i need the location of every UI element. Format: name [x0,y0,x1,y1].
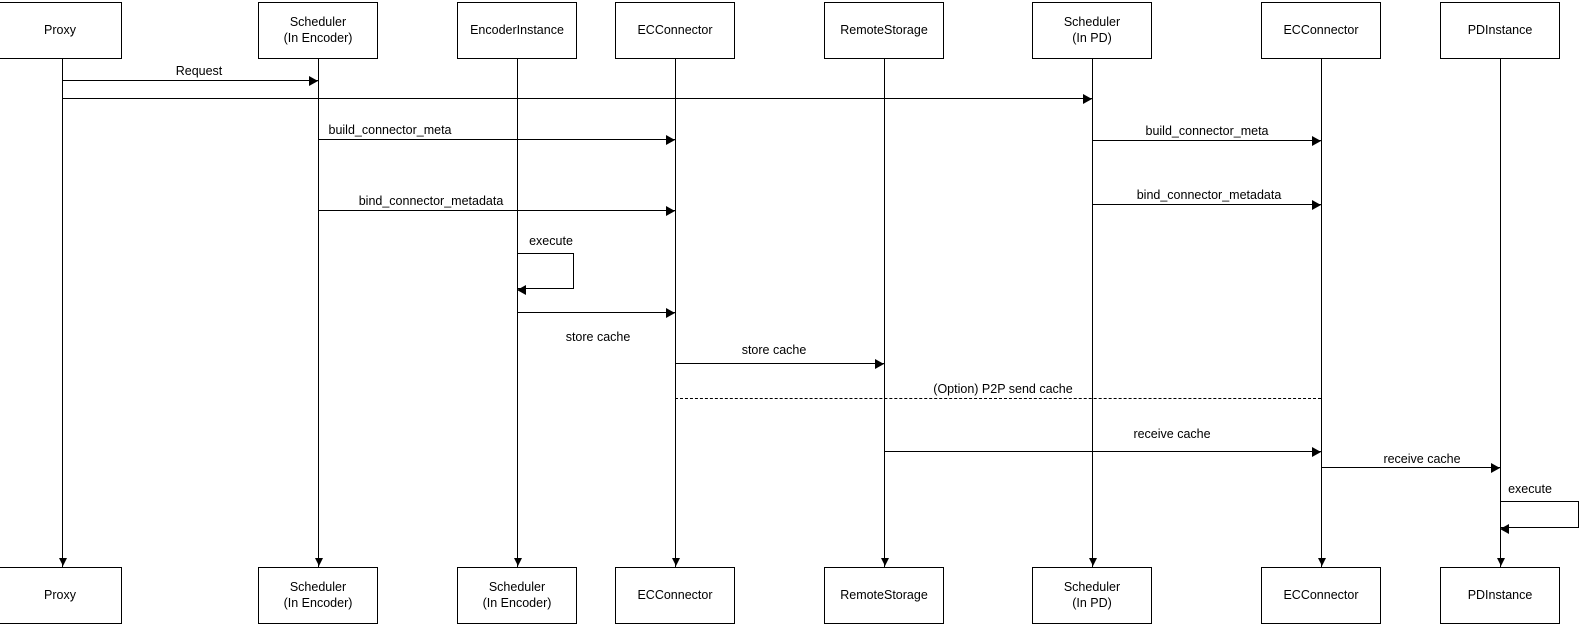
participant-label: PDInstance [1467,587,1533,602]
participant-label: ECConnector [637,587,713,602]
message-line-m5[interactable] [318,210,675,211]
participant-sublabel: (In PD) [1072,595,1112,610]
lifeline-ecconnector_1 [675,59,676,567]
participant-box-top-ecconnector_1[interactable]: ECConnector [615,2,735,59]
lifeline-arrowhead-encoderinstance [513,558,522,566]
message-arrowhead-m6 [1312,199,1321,210]
message-line-m10[interactable] [884,451,1321,452]
lifeline-encoderinstance [517,59,518,567]
lifeline-remotestorage [884,59,885,567]
lifeline-arrowhead-ecconnector_1 [671,558,680,566]
participant-box-top-scheduler_pd[interactable]: Scheduler(In PD) [1032,2,1152,59]
participant-box-bottom-encoderinstance[interactable]: Scheduler(In Encoder) [457,567,577,624]
self-message-label-s2: execute [1508,482,1552,496]
message-label-m3: build_connector_meta [328,123,452,137]
lifeline-arrowhead-scheduler_pd [1088,558,1097,566]
message-arrowhead-m1 [309,75,318,86]
participant-box-bottom-ecconnector_1[interactable]: ECConnector [615,567,735,624]
message-arrowhead-m2 [1083,93,1092,104]
participant-sublabel: (In PD) [1072,30,1112,45]
participant-box-top-scheduler_enc[interactable]: Scheduler(In Encoder) [258,2,378,59]
participant-label: Scheduler [1063,15,1121,30]
message-arrowhead-m4 [1312,135,1321,146]
self-message-loop-s1[interactable] [517,253,574,289]
message-label-m10: receive cache [1133,427,1211,441]
participant-box-top-pdinstance[interactable]: PDInstance [1440,2,1560,59]
message-arrowhead-m10 [1312,446,1321,457]
message-label-m1: Request [175,64,223,78]
participant-box-top-ecconnector_2[interactable]: ECConnector [1261,2,1381,59]
self-message-label-s1: execute [529,234,573,248]
message-line-m1[interactable] [62,80,318,81]
participant-box-bottom-scheduler_pd[interactable]: Scheduler(In PD) [1032,567,1152,624]
lifeline-arrowhead-remotestorage [880,558,889,566]
participant-label: Proxy [44,22,76,37]
message-line-m7[interactable] [517,312,675,313]
lifeline-pdinstance [1500,59,1501,567]
message-label-m9: (Option) P2P send cache [933,382,1073,396]
participant-label: Scheduler [289,15,347,30]
participant-label: Proxy [44,587,76,602]
message-label-m11: receive cache [1383,452,1461,466]
message-line-m6[interactable] [1092,204,1321,205]
message-line-m3[interactable] [318,139,675,140]
participant-box-bottom-pdinstance[interactable]: PDInstance [1440,567,1560,624]
lifeline-arrowhead-proxy [58,558,67,566]
message-label-m5: bind_connector_metadata [358,194,504,208]
participant-label: PDInstance [1467,22,1533,37]
message-label-m8: store cache [741,343,807,357]
message-arrowhead-m8 [875,358,884,369]
participant-label: EncoderInstance [470,22,564,37]
message-line-m11[interactable] [1321,467,1500,468]
participant-box-top-remotestorage[interactable]: RemoteStorage [824,2,944,59]
message-label-m4: build_connector_meta [1145,124,1269,138]
self-message-loop-s2[interactable] [1500,501,1579,528]
message-label-m6: bind_connector_metadata [1136,188,1282,202]
message-arrowhead-m3 [666,134,675,145]
message-arrowhead-m7 [666,307,675,318]
lifeline-scheduler_enc [318,59,319,567]
participant-label: ECConnector [1283,22,1359,37]
participant-box-top-proxy[interactable]: Proxy [0,2,122,59]
participant-box-bottom-proxy[interactable]: Proxy [0,567,122,624]
participant-box-top-encoderinstance[interactable]: EncoderInstance [457,2,577,59]
message-line-m2[interactable] [62,98,1092,99]
self-message-arrowhead-s2 [1500,523,1509,534]
participant-label: RemoteStorage [840,587,928,602]
message-line-m4[interactable] [1092,140,1321,141]
participant-label: Scheduler [488,580,546,595]
message-line-m8[interactable] [675,363,884,364]
lifeline-arrowhead-scheduler_enc [314,558,323,566]
participant-label: RemoteStorage [840,22,928,37]
participant-box-bottom-ecconnector_2[interactable]: ECConnector [1261,567,1381,624]
message-arrowhead-m11 [1491,462,1500,473]
lifeline-scheduler_pd [1092,59,1093,567]
message-line-m9[interactable] [675,398,1321,399]
participant-label: ECConnector [1283,587,1359,602]
self-message-arrowhead-s1 [517,284,526,295]
lifeline-arrowhead-ecconnector_2 [1317,558,1326,566]
participant-box-bottom-scheduler_enc[interactable]: Scheduler(In Encoder) [258,567,378,624]
participant-label: ECConnector [637,22,713,37]
participant-label: Scheduler [289,580,347,595]
participant-sublabel: (In Encoder) [283,30,353,45]
participant-box-bottom-remotestorage[interactable]: RemoteStorage [824,567,944,624]
participant-sublabel: (In Encoder) [283,595,353,610]
message-label-m7: store cache [565,330,631,344]
lifeline-ecconnector_2 [1321,59,1322,567]
message-arrowhead-m5 [666,205,675,216]
participant-label: Scheduler [1063,580,1121,595]
lifeline-arrowhead-pdinstance [1496,558,1505,566]
lifeline-proxy [62,59,63,567]
participant-sublabel: (In Encoder) [482,595,552,610]
